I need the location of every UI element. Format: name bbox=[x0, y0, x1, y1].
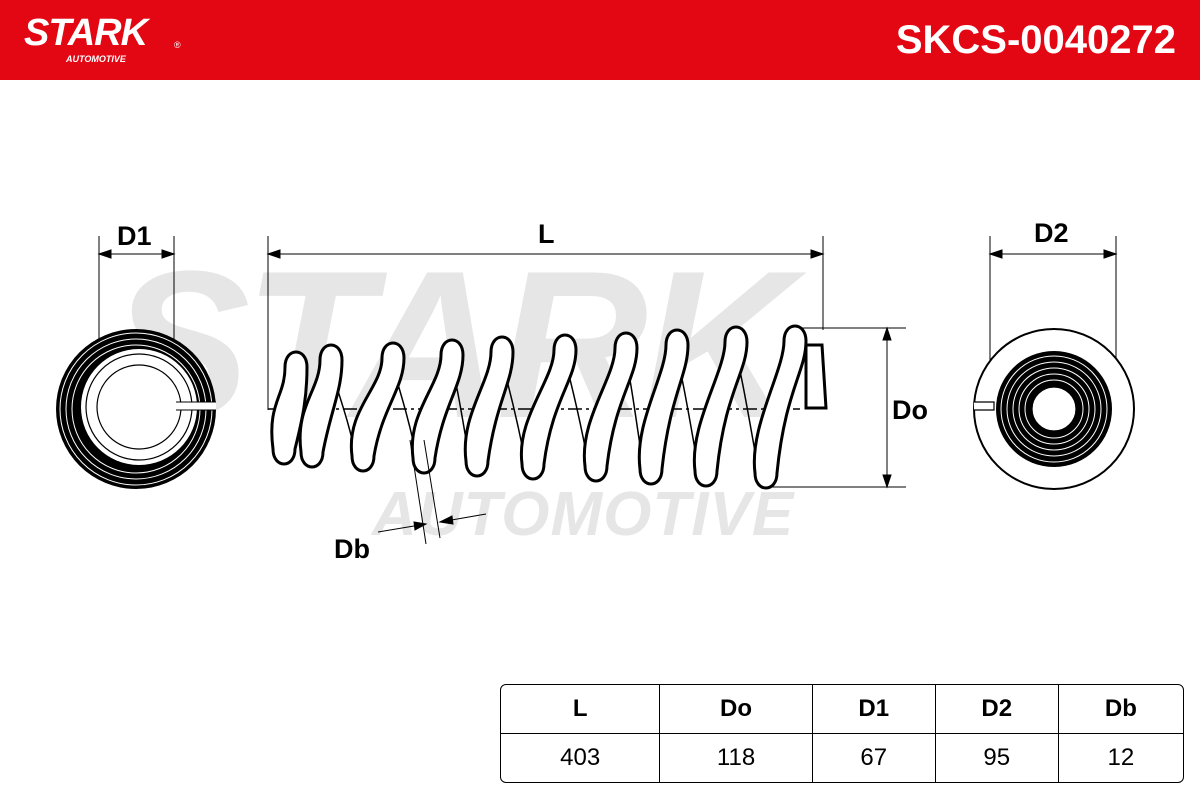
coil-front-strand bbox=[637, 328, 690, 486]
label-l: L bbox=[538, 219, 555, 249]
specs-header-l: L bbox=[501, 685, 661, 734]
coil-front-strand bbox=[270, 350, 309, 466]
specs-value-db: 12 bbox=[1107, 744, 1135, 771]
label-d2: D2 bbox=[1034, 218, 1069, 248]
stark-logo: STARK ® AUTOMOTIVE bbox=[24, 12, 181, 64]
specs-value-d2: 95 bbox=[936, 734, 1059, 782]
label-do: Do bbox=[892, 395, 928, 425]
specs-value-do: 118 bbox=[660, 734, 813, 782]
coil-front-strand bbox=[582, 331, 639, 483]
coil-front-strand bbox=[692, 325, 749, 488]
do-dimension bbox=[770, 326, 906, 489]
spring-coils bbox=[270, 324, 828, 490]
specs-header-d1: D1 bbox=[812, 685, 936, 734]
coil-front-strand bbox=[463, 335, 515, 478]
specs-value-d1: 67 bbox=[813, 734, 936, 782]
coil-front-strand bbox=[519, 333, 578, 481]
l-dimension bbox=[266, 236, 825, 410]
label-d1: D1 bbox=[117, 221, 152, 251]
coil-front-strand bbox=[752, 324, 808, 490]
specs-header-row: L Do D1 D2 Db bbox=[501, 685, 1183, 734]
coil-front-strand bbox=[410, 338, 465, 475]
coil-end-stub bbox=[804, 343, 828, 410]
part-number: SKCS-0040272 bbox=[895, 18, 1176, 62]
spring-end-view-left bbox=[56, 329, 216, 489]
spring-end-view-right bbox=[973, 328, 1135, 490]
specs-header-db: Db bbox=[1058, 685, 1183, 734]
specs-value-row: 403 118 67 95 12 bbox=[501, 734, 1183, 782]
coil-front-strand bbox=[298, 343, 344, 469]
specs-table: L Do D1 D2 Db 403 118 67 95 12 bbox=[500, 684, 1184, 783]
label-db: Db bbox=[334, 534, 370, 564]
specs-header-do: Do bbox=[660, 685, 813, 734]
specs-value-l: 403 bbox=[501, 734, 661, 782]
watermark-automotive: AUTOMOTIVE bbox=[372, 480, 795, 549]
logo-subtitle: AUTOMOTIVE bbox=[66, 54, 126, 64]
db-dimension bbox=[377, 439, 487, 545]
logo-brand: STARK bbox=[24, 12, 148, 54]
logo-registered-mark: ® bbox=[174, 40, 181, 50]
specs-header-d2: D2 bbox=[935, 685, 1059, 734]
header-bar: STARK ® AUTOMOTIVE SKCS-0040272 bbox=[0, 0, 1200, 80]
coil-front-strand bbox=[349, 341, 406, 473]
